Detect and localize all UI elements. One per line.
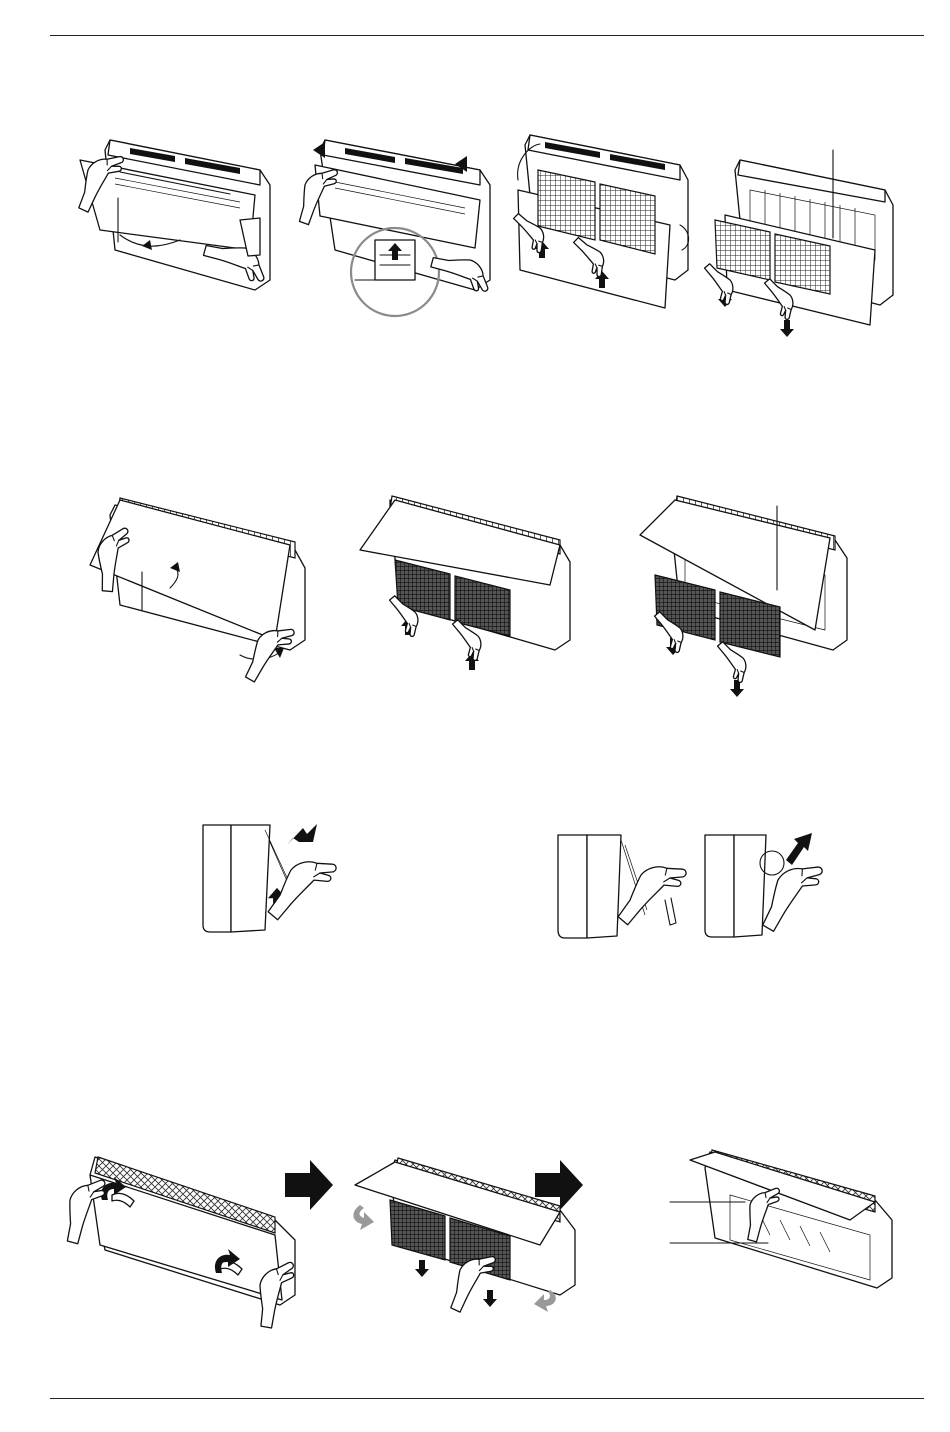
figure-lift-filters — [510, 130, 700, 310]
figure-filter-and-sensor — [670, 1140, 900, 1325]
curved-arrow-icon — [353, 1205, 374, 1230]
arrow-down-icon — [483, 1290, 497, 1307]
figure-close-panel — [555, 830, 695, 945]
figure-pull-out-filters-2 — [635, 490, 855, 705]
figure-press-panel-edge — [195, 820, 355, 935]
figure-push-panel-corner — [700, 825, 850, 945]
arrow-down-icon — [415, 1260, 429, 1277]
figure-raise-front-panel — [80, 490, 320, 675]
figure-open-front-grille — [60, 130, 280, 305]
figure-unhook-front-grille — [285, 130, 505, 320]
figure-open-grille — [50, 1145, 300, 1335]
curved-arrow-icon — [534, 1290, 556, 1312]
figure-pull-out-filters — [705, 130, 905, 340]
figure-lift-filters-2 — [360, 490, 580, 675]
arrow-down-icon — [730, 680, 744, 697]
arrow-down-icon — [780, 320, 794, 337]
top-rule — [50, 35, 924, 36]
big-right-arrow-icon — [285, 1160, 335, 1210]
big-right-arrow-icon — [535, 1160, 585, 1210]
hand-icon — [614, 864, 690, 925]
arrow-icon — [287, 824, 317, 845]
arrow-icon — [786, 833, 812, 865]
bottom-rule — [50, 1398, 924, 1399]
